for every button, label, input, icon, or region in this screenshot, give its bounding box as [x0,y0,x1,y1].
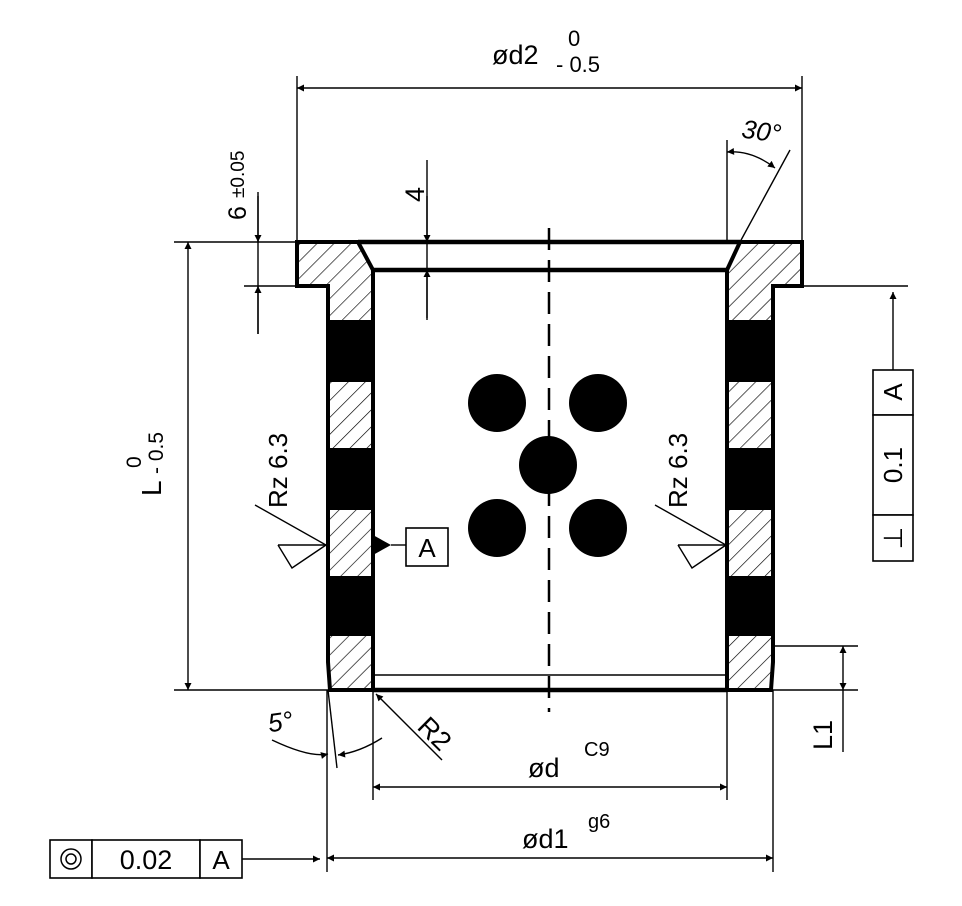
lead-angle-label: 5° [266,705,295,738]
bushing-section [295,228,804,712]
outer-label: ød1 [522,824,569,854]
d2-upper-tol: 0 [568,26,580,51]
surface-finish-left-label: Rz 6.3 [263,433,293,508]
flange-thickness-tol: ±0.05 [228,151,249,198]
bore-label: ød [528,753,560,783]
perpendicularity-frame: A 0.1 ⊥ [872,292,914,562]
lead-angle-arc-left [271,739,329,759]
perpendicularity-symbol: ⊥ [878,527,908,550]
radius-leader [375,693,443,761]
chamfer-angle-label: 30° [740,114,783,149]
d2-label: ød2 [492,40,539,70]
length-upper-tol: 0 [123,456,146,468]
concentricity-value: 0.02 [120,845,173,875]
outer-fit: g6 [588,811,610,833]
flange-thickness-label: 6 [224,206,252,220]
concentricity-frame: 0.02 A [49,839,320,879]
concentricity-inner-circle [65,853,77,865]
surface-finish-right: Rz 6.3 [654,433,728,569]
d2-lower-tol: - 0.5 [556,52,600,77]
datum-a-label: A [418,533,436,563]
perpendicularity-datum: A [878,383,908,401]
length-lower-tol: - 0.5 [145,432,168,474]
lead-length-label: L1 [808,720,838,750]
lead-angle-arc-right [337,737,383,758]
chamfer-depth-label: 4 [400,187,430,202]
chamfer-angle-leader [739,149,791,243]
radius-label: R2 [412,711,458,757]
chamfer-angle-arc [726,147,776,169]
surface-finish-left: Rz 6.3 [254,433,328,569]
concentricity-outer-circle [60,848,82,870]
concentricity-datum: A [212,845,230,875]
datum-a-feature: A [373,527,449,567]
right-wall-outline [725,240,804,692]
lubrication-pockets [468,374,627,557]
perpendicularity-value: 0.1 [878,447,908,483]
length-label: L [136,480,167,496]
length-label-group: L 0 - 0.5 [123,432,168,496]
lubricant-bands [328,320,773,636]
bore-fit: C9 [584,739,610,761]
flange-thickness-label-group: 6 ±0.05 [224,151,252,220]
surface-finish-right-label: Rz 6.3 [663,433,693,508]
